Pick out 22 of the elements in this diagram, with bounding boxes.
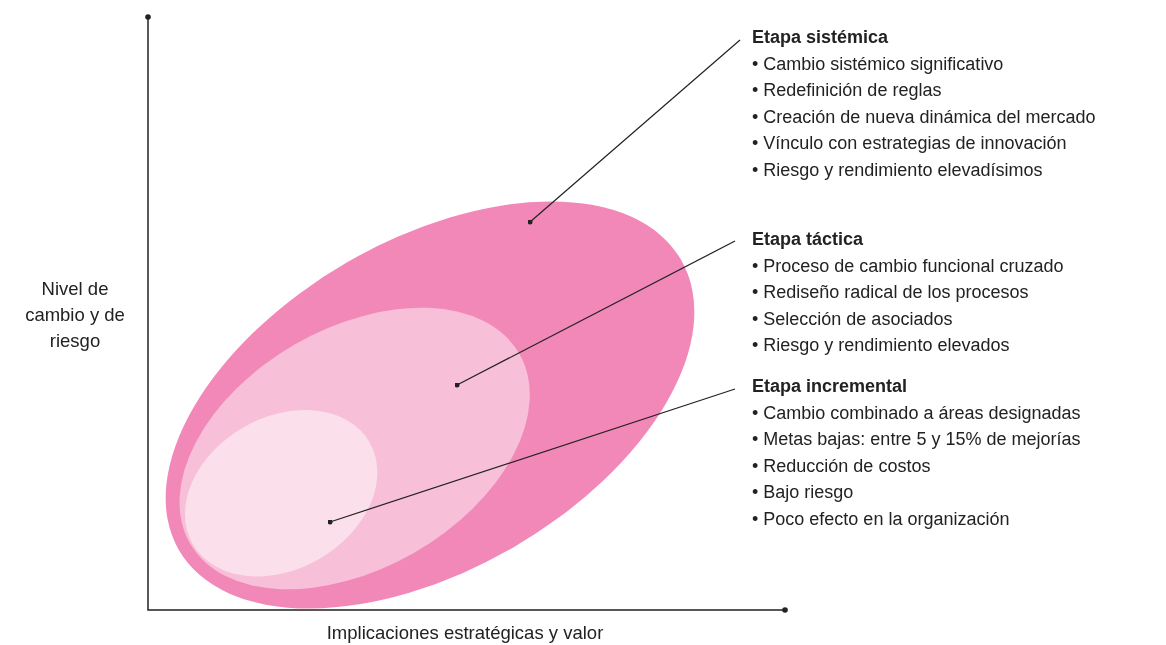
bullet-item: • Creación de nueva dinámica del mercado [752, 105, 1097, 129]
bullet-item: • Reducción de costos [752, 454, 932, 478]
bullet-item: • Proceso de cambio funcional cruzado [752, 254, 1065, 278]
axis-title: Nivel de cambio y de riesgo [24, 277, 126, 353]
leader-line [327, 388, 736, 525]
bullet-item: • Riesgo y rendimiento elevados [752, 334, 1011, 357]
bullet-item: • Metas bajas: entre 5 y 15% de mejorías [752, 428, 1082, 451]
heading: Etapa incremental [752, 375, 909, 398]
heading: Etapa táctica [752, 228, 865, 251]
bullet-item: • Selección de asociados [752, 307, 954, 331]
leader-line [527, 39, 741, 225]
bullet-item: • Bajo riesgo [752, 481, 855, 504]
bullet-item: • Redefinición de reglas [752, 79, 943, 102]
heading: Etapa sistémica [752, 26, 890, 49]
bullet-item: • Poco efecto en la organización [752, 507, 1011, 531]
bullet-item: • Cambio sistémico significativo [752, 52, 1005, 76]
axis-title: Implicaciones estratégicas y valor [325, 621, 605, 645]
bullet-item: • Cambio combinado a áreas designadas [752, 401, 1082, 425]
bullet-item: • Riesgo y rendimiento elevadísimos [752, 158, 1044, 182]
bullet-item: • Vínculo con estrategias de innovación [752, 132, 1068, 155]
leader-line [454, 240, 736, 388]
bullet-item: • Rediseño radical de los procesos [752, 281, 1030, 304]
